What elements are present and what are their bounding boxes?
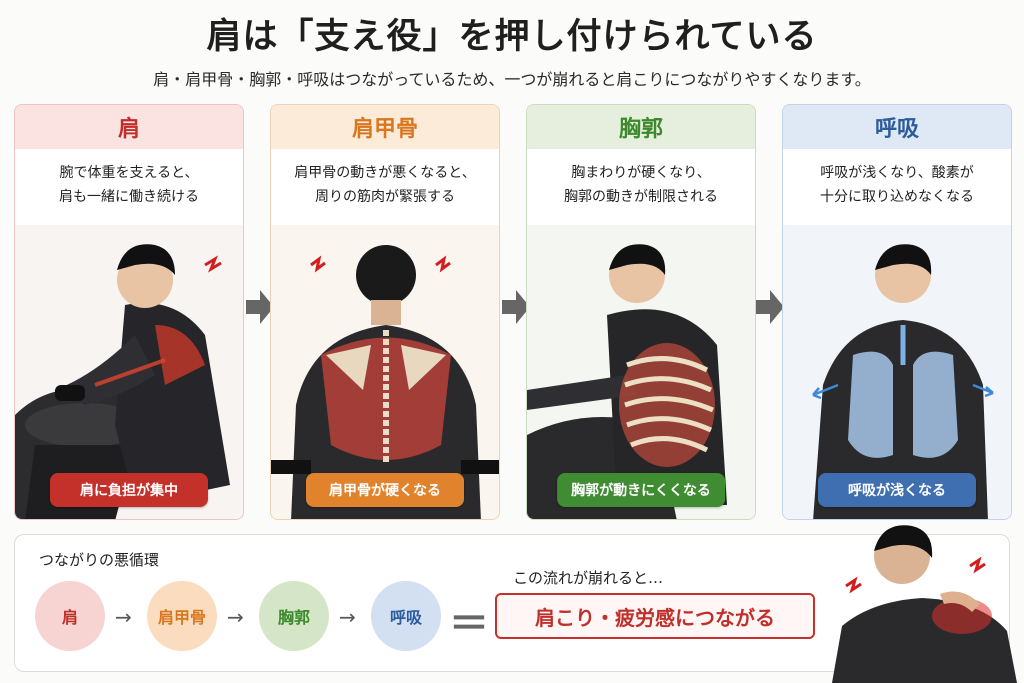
panel-desc-line: 十分に取り込めなくなる [820,189,974,205]
panel-desc-line: 腕で体重を支えると、 [59,165,199,181]
panel-desc-line: 胸まわりが硬くなり、 [571,165,711,181]
panel-badge: 肩甲骨が硬くなる [306,473,464,507]
panel-badge: 呼吸が浅くなる [818,473,976,507]
panel-heading: 肩甲骨 [271,105,499,149]
equals-sign: ＝ [449,601,489,647]
panel-description: 呼吸が浅くなり、酸素が 十分に取り込めなくなる [783,161,1011,209]
next-arrow-icon [502,290,530,324]
page-subtitle: 肩・肩甲骨・胸郭・呼吸はつながっているため、一つが崩れると肩こりにつながりやすく… [153,70,871,89]
cycle-label: つながりの悪循環 [39,551,160,569]
next-arrow-icon [756,290,784,324]
panel-badge: 肩に負担が集中 [50,473,208,507]
next-arrow-icon [246,290,274,324]
panel-heading: 呼吸 [783,105,1011,149]
cycle-node-thorax: 胸郭 [259,581,329,651]
cycle-arrow-icon: → [227,605,244,629]
panel-heading: 肩 [15,105,243,149]
cycle-arrow-icon: → [115,605,132,629]
cycle-node-shoulder: 肩 [35,581,105,651]
panel-thorax: 胸郭 胸まわりが硬くなり、 胸郭の動きが制限される 胸郭が動きにくくなる [526,104,756,520]
scapula-back-illustration [271,225,499,519]
panel-heading: 胸郭 [527,105,755,149]
cycle-node-scapula: 肩甲骨 [147,581,217,651]
panel-desc-line: 肩甲骨の動きが悪くなると、 [294,165,476,181]
panel-description: 腕で体重を支えると、 肩も一緒に働き続ける [15,161,243,209]
panel-breathing: 呼吸 呼吸が浅くなり、酸素が 十分に取り込めなくなる 呼吸が浅くなる [782,104,1012,520]
panel-shoulder: 肩 腕で体重を支えると、 肩も一緒に働き続ける 肩に負担が集中 [14,104,244,520]
flow-text: この流れが崩れると… [513,569,664,587]
panel-desc-line: 肩も一緒に働き続ける [59,189,199,205]
stiff-shoulder-man-illustration [832,525,1017,683]
lungs-illustration [783,225,1011,519]
result-box: 肩こり・疲労感につながる [495,593,815,639]
cycle-arrow-icon: → [339,605,356,629]
panel-badge: 胸郭が動きにくくなる [557,473,725,507]
panel-description: 肩甲骨の動きが悪くなると、 周りの筋肉が緊張する [271,161,499,209]
cycle-node-breathing: 呼吸 [371,581,441,651]
rider-shoulder-illustration [15,225,243,519]
panel-scapula: 肩甲骨 肩甲骨の動きが悪くなると、 周りの筋肉が緊張する 肩甲骨が硬くなる [270,104,500,520]
panel-desc-line: 周りの筋肉が緊張する [315,189,455,205]
panel-description: 胸まわりが硬くなり、 胸郭の動きが制限される [527,161,755,209]
panel-desc-line: 呼吸が浅くなり、酸素が [820,165,974,181]
page-title: 肩は「支え役」を押し付けられている [206,17,818,57]
panel-desc-line: 胸郭の動きが制限される [564,189,718,205]
vicious-cycle-box: つながりの悪循環 肩 → 肩甲骨 → 胸郭 → 呼吸 ＝ この流れが崩れると… … [14,534,1010,672]
